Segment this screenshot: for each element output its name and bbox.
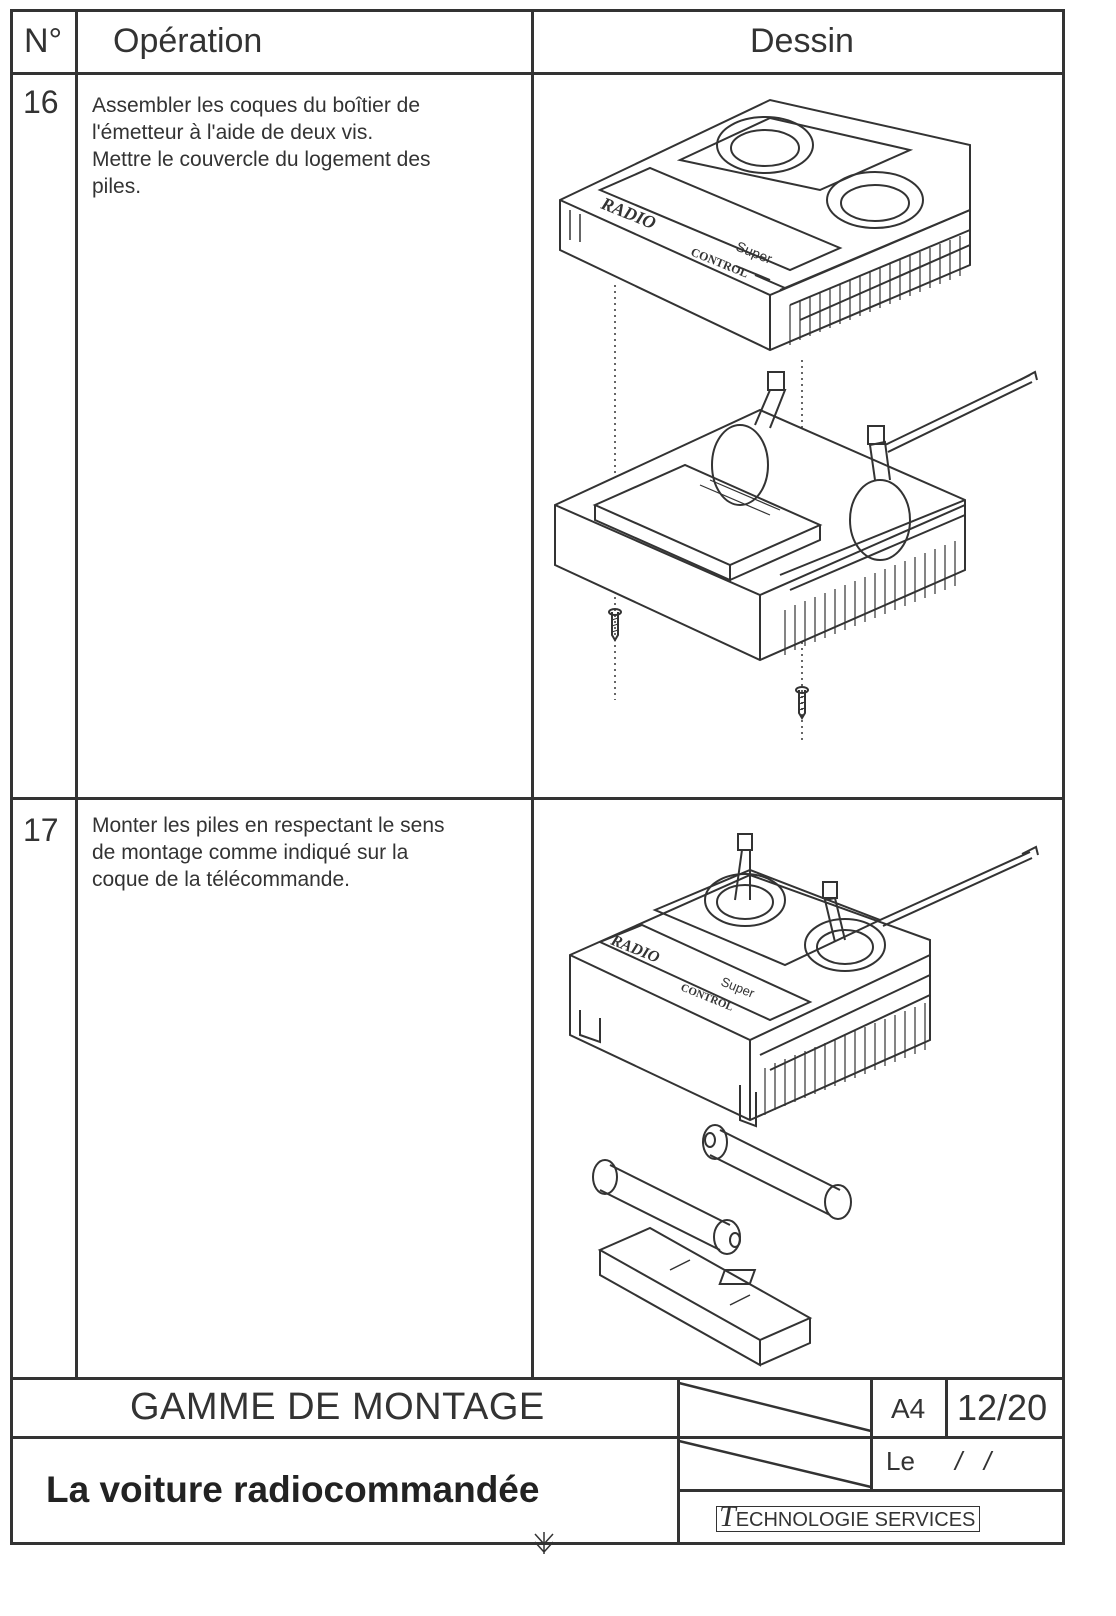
page-number: 12/20 bbox=[957, 1387, 1048, 1428]
table-bottom-rule bbox=[10, 1377, 1065, 1380]
upper-shell bbox=[560, 100, 970, 350]
col-divider-num bbox=[75, 9, 78, 1379]
battery-install-drawing: RADIO Super CONTROL bbox=[560, 830, 1050, 1350]
header-drawing: Dessin bbox=[750, 22, 854, 60]
screw-right bbox=[796, 687, 808, 718]
screw-left bbox=[609, 609, 621, 640]
date-separators: / / bbox=[955, 1446, 992, 1476]
footer-mid-rule bbox=[10, 1436, 680, 1439]
lower-shell bbox=[555, 372, 1037, 660]
step-number: 17 bbox=[23, 812, 59, 848]
date-label: Le bbox=[886, 1446, 915, 1476]
footer-col-divider-2 bbox=[870, 1377, 873, 1491]
header-bottom-rule bbox=[10, 72, 1065, 75]
battery-cover bbox=[600, 1228, 810, 1365]
battery-right bbox=[703, 1125, 851, 1219]
outer-bottom-border bbox=[10, 1542, 1065, 1545]
outer-right-border bbox=[1062, 9, 1065, 1545]
shell-fins bbox=[790, 236, 960, 345]
paper-format: A4 bbox=[891, 1393, 926, 1424]
outer-left-border bbox=[10, 9, 13, 1545]
company-name: ECHNOLOGIE SERVICES bbox=[735, 1509, 976, 1531]
footer-diagonals bbox=[678, 1381, 872, 1489]
transmitter-assembly-drawing: RADIO Super CONTROL bbox=[540, 90, 1050, 750]
outer-top-border bbox=[10, 9, 1065, 12]
company-logo-initial: T bbox=[719, 1500, 736, 1533]
header-operation: Opération bbox=[113, 22, 263, 60]
col-divider-drawing bbox=[531, 9, 534, 1379]
step-number: 16 bbox=[23, 84, 59, 120]
header-number: N° bbox=[24, 22, 63, 60]
footer-right-rule-1 bbox=[677, 1436, 1065, 1439]
row-divider bbox=[10, 797, 1065, 800]
footer-right-rule-2 bbox=[677, 1489, 1065, 1492]
step-instructions: Assembler les coques du boîtier de l'éme… bbox=[92, 94, 431, 198]
step-instructions: Monter les piles en respectant le sens d… bbox=[92, 814, 445, 891]
company-logo: TECHNOLOGIE SERVICES bbox=[716, 1502, 981, 1532]
footer-col-divider-1 bbox=[677, 1377, 680, 1545]
battery-left bbox=[593, 1160, 740, 1254]
assembled-transmitter bbox=[570, 834, 1038, 1126]
document-title: La voiture radiocommandée bbox=[46, 1469, 540, 1510]
footer-col-divider-3 bbox=[945, 1377, 948, 1437]
document-type: GAMME DE MONTAGE bbox=[130, 1386, 545, 1428]
center-mark-icon bbox=[534, 1532, 554, 1554]
